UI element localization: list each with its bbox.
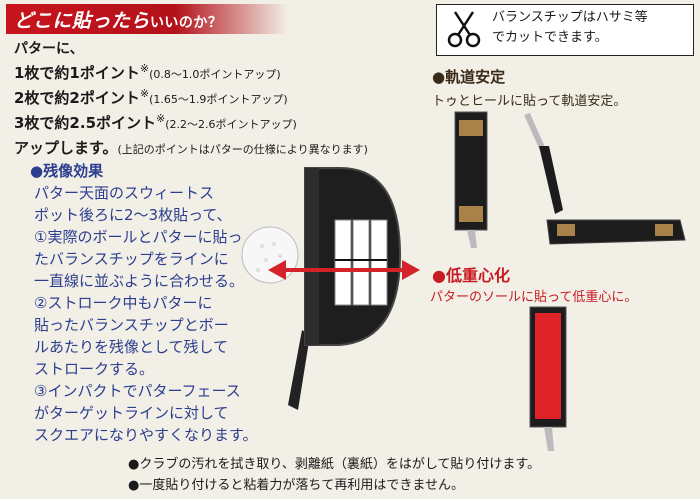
- hosel: [467, 230, 477, 248]
- bottom-note-2: ●一度貼り付けると粘着力が落ちて再利用はできません。: [128, 478, 464, 493]
- point-1-mark: ※: [139, 62, 150, 75]
- low-center-body: パターのソールに貼って低重心に。: [430, 290, 638, 305]
- afterimage-line: ルあたりを残像として残して: [34, 338, 229, 356]
- afterimage-line: 一直線に並ぶように合わせる。: [34, 272, 245, 290]
- point-2-note: (1.65〜1.9ポイントアップ): [149, 93, 288, 106]
- point-line-1: 1枚で約1ポイント※(0.8〜1.0ポイントアップ): [14, 62, 281, 83]
- afterimage-line: がターゲットラインに対して: [34, 404, 229, 422]
- heel-tip: [459, 206, 483, 222]
- sole-hosel: [544, 427, 554, 451]
- afterimage-line: ポット後ろに2〜3枚貼って、: [34, 206, 232, 224]
- toe-tip: [655, 224, 673, 236]
- low-center-heading: ●低重心化: [432, 266, 510, 285]
- title-main: どこに貼ったら: [14, 10, 150, 32]
- arrow-left-head: [268, 260, 286, 280]
- afterimage-line: ①実際のボールとパターに貼っ: [34, 228, 243, 246]
- afterimage-line: ストロークする。: [34, 360, 155, 378]
- scissor-note-box: [436, 4, 694, 56]
- afterimage-heading: ●残像効果: [30, 162, 104, 180]
- scissors-icon: [447, 11, 481, 48]
- title-sub: いいのか？: [149, 15, 223, 31]
- intro-text: パターに、: [14, 41, 84, 57]
- sole-red-tip: [535, 313, 561, 419]
- point-2-text: 2枚で約2ポイント: [14, 89, 140, 107]
- afterimage-body: パター天面のスウィートス ポット後ろに2〜3枚貼って、 ①実際のボールとパターに…: [34, 182, 258, 446]
- golf-ball: [241, 226, 299, 284]
- bottom-note-1: ●クラブの汚れを拭き取り、剥離紙（裏紙）をはがして貼り付けます。: [128, 457, 541, 472]
- point-line-3: 3枚で約2.5ポイント※(2.2〜2.6ポイントアップ): [14, 112, 297, 133]
- putter-shaft-side: [524, 112, 546, 152]
- page-title: どこに貼ったらいいのか？: [14, 6, 222, 33]
- afterimage-line: 貼ったバランスチップとボー: [34, 316, 229, 334]
- toe-tip: [459, 120, 483, 136]
- afterimage-line: パター天面のスウィートス: [34, 184, 215, 202]
- putter-shaft: [288, 330, 310, 410]
- point-2-mark: ※: [139, 87, 150, 100]
- point-line-2: 2枚で約2ポイント※(1.65〜1.9ポイントアップ): [14, 87, 288, 108]
- up-line-text: アップします。: [14, 139, 118, 157]
- title-banner: [6, 4, 288, 34]
- scissor-note-line-2: でカットできます。: [492, 30, 608, 45]
- point-3-note: (2.2〜2.6ポイントアップ): [165, 118, 297, 131]
- afterimage-line: スクエアになりやすくなります。: [34, 426, 258, 444]
- balance-tip: [352, 219, 370, 306]
- point-1-text: 1枚で約1ポイント: [14, 64, 140, 82]
- putter-side-view: [524, 112, 686, 245]
- arrow-right-head: [402, 260, 420, 280]
- point-1-note: (0.8〜1.0ポイントアップ): [149, 68, 281, 81]
- afterimage-line: ③インパクトでパターフェース: [34, 382, 241, 400]
- point-3-text: 3枚で約2.5ポイント: [14, 114, 157, 132]
- point-3-mark: ※: [156, 112, 166, 125]
- afterimage-line: ②ストローク中もパターに: [34, 294, 213, 312]
- scissor-note-line-1: バランスチップはハサミ等: [492, 10, 648, 25]
- up-line: アップします。(上記のポイントはパターの仕様により異なります): [14, 137, 368, 158]
- up-line-note: (上記のポイントはパターの仕様により異なります): [117, 143, 368, 156]
- putter-top-view: [241, 167, 420, 410]
- heel-tip: [557, 224, 575, 236]
- putter-sole-head: [546, 219, 686, 245]
- balance-tip: [370, 219, 388, 306]
- afterimage-line: たバランスチップをラインに: [34, 250, 229, 268]
- balance-tip: [334, 219, 352, 306]
- trajectory-body: トゥとヒールに貼って軌道安定。: [432, 94, 627, 109]
- putter-face: [305, 168, 319, 345]
- trajectory-heading: ●軌道安定: [432, 68, 506, 86]
- putter-neck: [539, 146, 563, 214]
- blade-putter-front: [454, 111, 488, 248]
- putter-sole-view: [529, 306, 567, 451]
